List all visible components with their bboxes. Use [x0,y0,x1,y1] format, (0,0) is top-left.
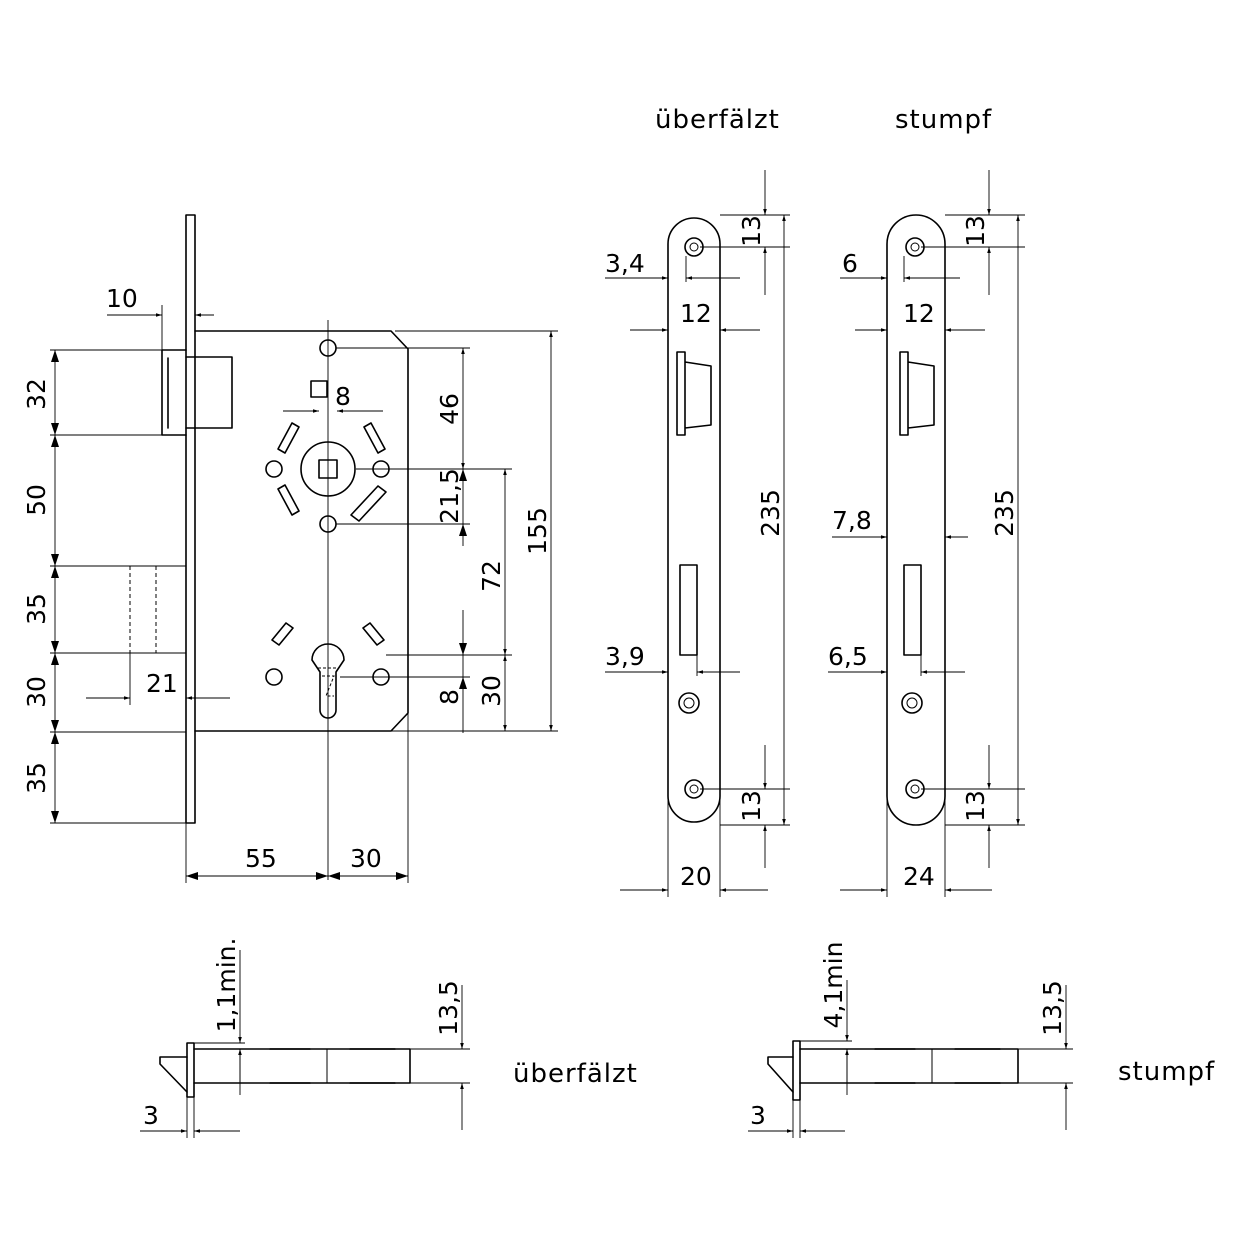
dim-30-bottom: 30 [350,844,382,873]
dim-13-bottom-overfalzt: 13 [737,790,766,822]
dim-3-overfalzt: 3 [143,1101,159,1130]
dim-10: 10 [106,284,138,313]
section-stumpf-view: 4,1min 13,5 3 stumpf [748,942,1215,1138]
latch-opening-overfalzt [676,351,712,436]
dim-235-stumpf: 235 [990,489,1019,537]
dim-21: 21 [146,669,178,698]
dim-30-right: 30 [477,675,506,707]
dim-35-bottom: 35 [22,762,51,794]
dim-155: 155 [523,507,552,555]
dim-20: 20 [680,862,712,891]
faceplate-stumpf [886,214,946,826]
dim-6: 6 [842,249,858,278]
dim-30-left: 30 [22,676,51,708]
dim-13-bottom-stumpf: 13 [961,790,990,822]
latch-opening-stumpf [899,351,935,436]
faceplate-side [185,214,196,824]
dim-7-8: 7,8 [832,506,872,535]
dim-24: 24 [903,862,935,891]
dim-55: 55 [245,844,277,873]
dim-13-top-overfalzt: 13 [737,215,766,247]
faceplate-overfalzt-view: überfälzt 13 235 13 3,4 12 [605,105,790,897]
cylinder-cutout [311,643,345,719]
bolt-opening-overfalzt [679,564,698,656]
lock-body-view: 10 32 50 35 30 35 21 8 46 [22,214,558,883]
dim-12-overfalzt: 12 [680,299,712,328]
dim-50: 50 [22,484,51,516]
dim-13-5-stumpf: 13,5 [1038,980,1067,1036]
faceplate-stumpf-view: stumpf 13 235 13 6 12 7,8 6 [828,105,1025,897]
dim-3-9: 3,9 [605,642,645,671]
dim-8-square: 8 [335,382,351,411]
dim-235-overfalzt: 235 [756,489,785,537]
dim-4-1-min: 4,1min [819,942,848,1029]
dim-35-top: 35 [22,593,51,625]
dim-32: 32 [22,378,51,410]
dim-3-4: 3,4 [605,249,645,278]
latch-bolt [161,349,233,436]
dim-72: 72 [477,560,506,592]
dim-13-top-stumpf: 13 [961,215,990,247]
square-symbol [310,380,328,398]
dim-12-stumpf: 12 [903,299,935,328]
label-stumpf-bottom: stumpf [1118,1057,1215,1087]
section-overfalzt-view: 1,1min. 13,5 3 überfälzt [140,938,638,1138]
follower-square [318,459,338,479]
dim-1-1-min: 1,1min. [212,938,241,1033]
dim-13-5-overfalzt: 13,5 [434,980,463,1036]
dim-8-cylinder: 8 [435,689,464,705]
label-overfalzt-bottom: überfälzt [513,1059,638,1089]
label-overfalzt-top: überfälzt [655,105,780,135]
label-stumpf-top: stumpf [895,105,992,135]
dim-21-5: 21,5 [435,468,464,524]
dead-bolt [129,565,186,654]
lock-case [194,330,409,732]
dim-6-5: 6,5 [828,642,868,671]
follower [300,441,356,497]
dim-46: 46 [435,393,464,425]
faceplate-overfalzt [667,217,721,823]
bolt-opening-stumpf [903,564,922,656]
dim-3-stumpf: 3 [750,1101,766,1130]
